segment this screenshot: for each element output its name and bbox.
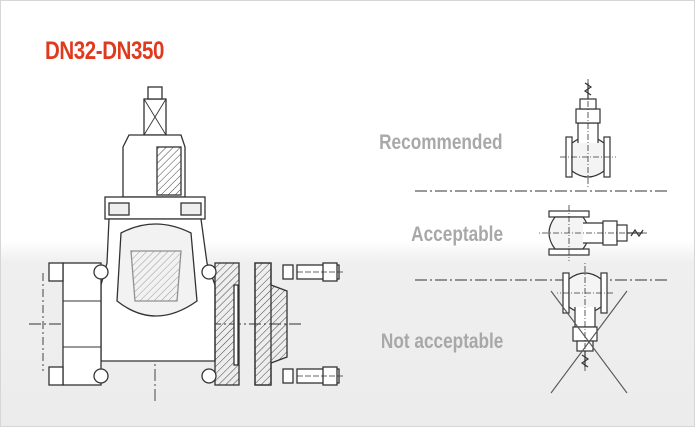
bolt-lower [296, 366, 343, 386]
cross-mark [550, 290, 628, 394]
bolt-upper [296, 262, 343, 282]
valve-recommended-icon [559, 78, 617, 190]
valve-not-acceptable-icon [556, 260, 614, 372]
valve-acceptable-icon [536, 204, 648, 262]
label-recommended: Recommended [379, 131, 503, 154]
label-acceptable: Acceptable [411, 223, 503, 246]
label-not-acceptable: Not acceptable [380, 330, 503, 353]
valve-main-drawing [29, 86, 343, 401]
diagram-title: DN32-DN350 [45, 37, 164, 65]
